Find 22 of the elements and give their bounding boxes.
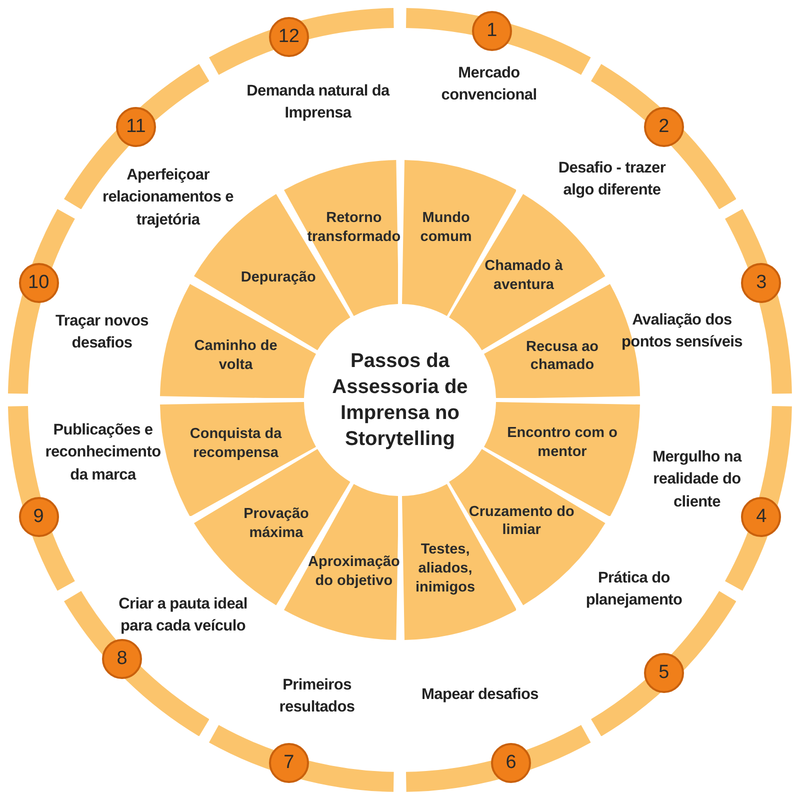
segment-label: Encontro com o mentor [506, 424, 618, 462]
segment-label: Cruzamento do limiar [468, 502, 576, 540]
step-description: Criar a pauta ideal para cada veículo [118, 594, 248, 637]
segment-label: Chamado à aventura [484, 257, 564, 296]
step-description: Aperfeiçoar relacionamentos e trajetória [101, 165, 234, 230]
segment-label: Recusa ao chamado [524, 338, 600, 376]
segment-label: Conquista da recompensa [188, 425, 283, 463]
step-description: Mercado convencional [440, 64, 538, 106]
segment-label: Caminho de volta [193, 337, 278, 375]
segment-label: Mundo comum [419, 209, 473, 247]
segment-label: Depuração [240, 268, 317, 288]
segment-label: Testes, aliados, inimigos [414, 540, 476, 598]
step-description: Mergulho na realidade do cliente [652, 447, 743, 512]
step-description: Mapear desafios [420, 684, 540, 705]
step-description: Publicações e reconhecimento da marca [44, 420, 162, 486]
segment-label: Provação máxima [242, 504, 310, 543]
step-description: Desafio - trazer algo diferente [557, 158, 667, 201]
center-title: Passos da Assessoria de Imprensa no Storytelling [331, 349, 469, 452]
step-description: Traçar novos desafios [54, 312, 150, 354]
step-description: Prática do planejamento [584, 568, 684, 611]
step-description: Demanda natural da Imprensa [246, 82, 391, 124]
step-description: Primeiros resultados [278, 676, 356, 718]
